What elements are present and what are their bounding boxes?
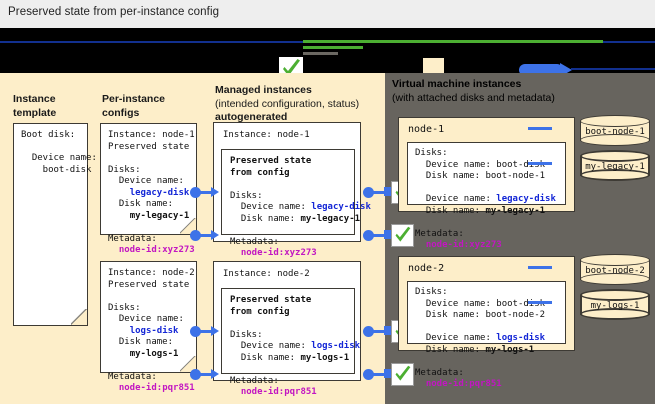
vm-panel-header-line2: (with attached disks and metadata) (392, 92, 555, 104)
cylinder-bottom (580, 308, 650, 320)
connector-dot (363, 369, 374, 380)
vm-panel-header: Virtual machine instances (with attached… (392, 77, 652, 105)
connector-stub (384, 230, 396, 239)
page-fold-icon (71, 309, 88, 326)
legend-grey-line (303, 52, 338, 55)
managed-instance-node-1-text: Preserved state from config Disks: Devic… (230, 156, 371, 258)
cream-swatch-icon (423, 58, 444, 73)
disk-cylinder-boot-node-1: boot-node-1 (580, 115, 650, 146)
per-instance-config-node-2-text: Instance: node-2 Preserved state Disks: … (108, 268, 195, 393)
green-check-icon (391, 224, 414, 247)
vm-instance-node-2-body: Disks: Device name: boot-disk Disk name:… (407, 281, 566, 389)
connector-dot (190, 230, 201, 241)
title-bar: Preserved state from per-instance config (0, 0, 655, 28)
managed-line2: (intended configuration, status) (215, 97, 360, 110)
instance-template-text: Boot disk: Device name: boot-disk (21, 130, 97, 175)
connector-arrow (211, 187, 219, 197)
cylinder-top (580, 115, 650, 127)
legend-label-check: preserved state applied (310, 61, 414, 72)
vm-instance-node-2-title: node-2 (408, 263, 445, 274)
per-instance-config-node-1-text: Instance: node-1 Preserved state Disks: … (108, 130, 195, 255)
cylinder-top (580, 254, 650, 266)
connector-line (372, 234, 386, 237)
connector-dot (363, 230, 374, 241)
connector-dot (363, 326, 374, 337)
legend-label-swatch: autogenerated resource (450, 61, 557, 72)
disk-cylinder-my-legacy-1: my-legacy-1 (580, 150, 650, 181)
disk-cylinder-my-logs-1: my-logs-1 (580, 289, 650, 320)
disk-cylinder-boot-node-2: boot-node-2 (580, 254, 650, 285)
vm-panel-header-line1: Virtual machine instances (392, 78, 522, 90)
column-header-managed-instances: Managed instances (intended configuratio… (215, 84, 359, 125)
connector-line (199, 234, 212, 237)
page-fold-icon (180, 356, 197, 373)
disk-cylinder-label: my-logs-1 (590, 301, 640, 311)
vm-instance-node-1-text: Disks: Device name: boot-disk Disk name:… (415, 148, 556, 250)
legend-band: preserved state applied autogenerated re… (0, 28, 655, 73)
disk-connector-line (528, 162, 552, 165)
vm-instance-node-2-text: Disks: Device name: boot-disk Disk name:… (415, 287, 546, 389)
connector-line (199, 330, 212, 333)
cylinder-bottom (580, 273, 650, 285)
connector-line (199, 373, 212, 376)
disk-connector-line (528, 127, 552, 130)
connector-stub (384, 369, 396, 378)
page-title: Preserved state from per-instance config (8, 6, 220, 18)
legend-label-arrow: reference to preserved state (519, 48, 645, 59)
managed-instance-node-1-preserved: Preserved state from config Disks: Devic… (221, 149, 371, 258)
managed-instance-node-2: Instance: node-2 Preserved state from co… (213, 261, 361, 397)
managed-instance-node-1-header: Instance: node-1 (223, 130, 310, 140)
managed-instance-node-1: Instance: node-1 Preserved state from co… (213, 122, 371, 258)
cylinder-top (580, 150, 650, 162)
managed-instance-node-2-preserved: Preserved state from config Disks: Devic… (221, 288, 360, 397)
blue-arrowhead-icon (560, 63, 572, 73)
disk-cylinder-label: my-legacy-1 (585, 162, 645, 172)
cylinder-bottom (580, 134, 650, 146)
cylinder-top (580, 289, 650, 301)
managed-line3: autogenerated (215, 111, 288, 123)
connector-arrow (211, 230, 219, 240)
green-check-icon (391, 363, 414, 386)
connector-stub (384, 187, 396, 196)
connector-dot (190, 369, 201, 380)
connector-line (372, 330, 386, 333)
instance-template-doc: Boot disk: Device name: boot-disk (13, 123, 97, 326)
legend-blue-tail (571, 68, 655, 70)
diagram-canvas: Virtual machine instances (with attached… (0, 73, 655, 404)
blue-arrow-icon (519, 64, 563, 73)
disk-connector-line (528, 266, 552, 269)
managed-instance-node-2-text: Preserved state from config Disks: Devic… (230, 295, 361, 397)
connector-line (372, 373, 386, 376)
managed-instance-node-2-header: Instance: node-2 (223, 269, 310, 279)
disk-cylinder-label: boot-node-1 (585, 127, 645, 137)
connector-dot (190, 187, 201, 198)
vm-instance-node-1-title: node-1 (408, 124, 445, 135)
connector-stub (384, 326, 396, 335)
per-instance-config-node-1: Instance: node-1 Preserved state Disks: … (100, 123, 197, 255)
managed-line1: Managed instances (215, 84, 312, 96)
vm-instance-node-2: node-2 Disks: Device name: boot-disk Dis… (398, 256, 575, 389)
connector-line (199, 191, 212, 194)
connector-arrow (211, 369, 219, 379)
connector-dot (363, 187, 374, 198)
disk-connector-line (528, 301, 552, 304)
green-check-icon (279, 57, 303, 73)
disk-cylinder-label: boot-node-2 (585, 266, 645, 276)
per-instance-config-node-2: Instance: node-2 Preserved state Disks: … (100, 261, 197, 393)
legend-green-line-mid (303, 46, 363, 49)
legend-green-line-top (303, 40, 603, 43)
connector-line (372, 191, 386, 194)
cylinder-bottom (580, 169, 650, 181)
connector-dot (190, 326, 201, 337)
connector-arrow (211, 326, 219, 336)
vm-instance-node-1-body: Disks: Device name: boot-disk Disk name:… (407, 142, 566, 250)
